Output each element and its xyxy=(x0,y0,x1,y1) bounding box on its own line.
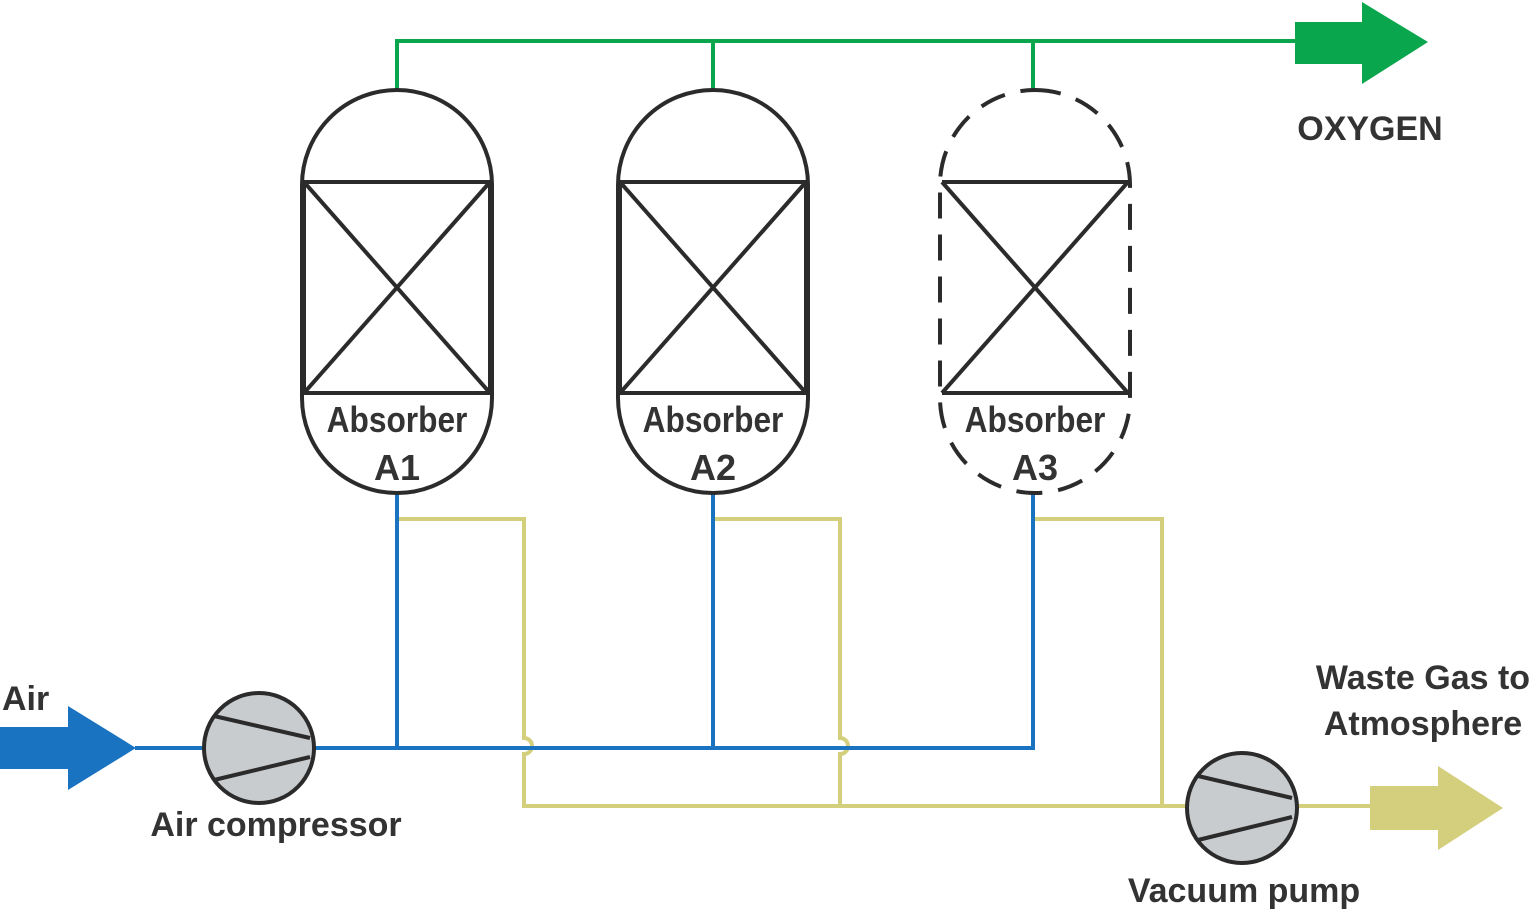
waste-gas-label-line2: Atmosphere xyxy=(1324,705,1522,743)
absorber-a2-label-line2: A2 xyxy=(690,447,736,488)
air-inlet-arrow xyxy=(0,706,136,790)
oxygen-line xyxy=(395,39,1300,92)
air-compressor xyxy=(202,691,316,805)
waste-gas-label-line1: Waste Gas to xyxy=(1316,659,1530,697)
absorber-a3-label-line2: A3 xyxy=(1012,447,1058,488)
absorber-a3-label-line1: Absorber xyxy=(965,400,1106,440)
absorber-a1: Absorber A1 xyxy=(300,88,494,495)
absorber-a1-bed xyxy=(302,180,492,395)
vacuum-pump-label: Vacuum pump xyxy=(1128,872,1360,910)
air-feed-lines xyxy=(135,492,1035,750)
absorber-a2-label-line1: Absorber xyxy=(643,400,784,440)
absorber-a1-label-line1: Absorber xyxy=(327,400,468,440)
absorber-a3: Absorber A3 xyxy=(938,88,1132,495)
oxygen-arrow xyxy=(1295,2,1428,84)
air-compressor-label: Air compressor xyxy=(150,806,401,844)
absorber-a1-label-line2: A1 xyxy=(374,447,420,488)
vacuum-pump xyxy=(1185,751,1299,865)
absorber-a2: Absorber A2 xyxy=(616,88,810,495)
oxygen-label: OXYGEN xyxy=(1297,110,1442,148)
absorber-a2-bed xyxy=(618,180,808,395)
air-label: Air xyxy=(2,680,49,718)
waste-gas-arrow xyxy=(1370,766,1503,850)
